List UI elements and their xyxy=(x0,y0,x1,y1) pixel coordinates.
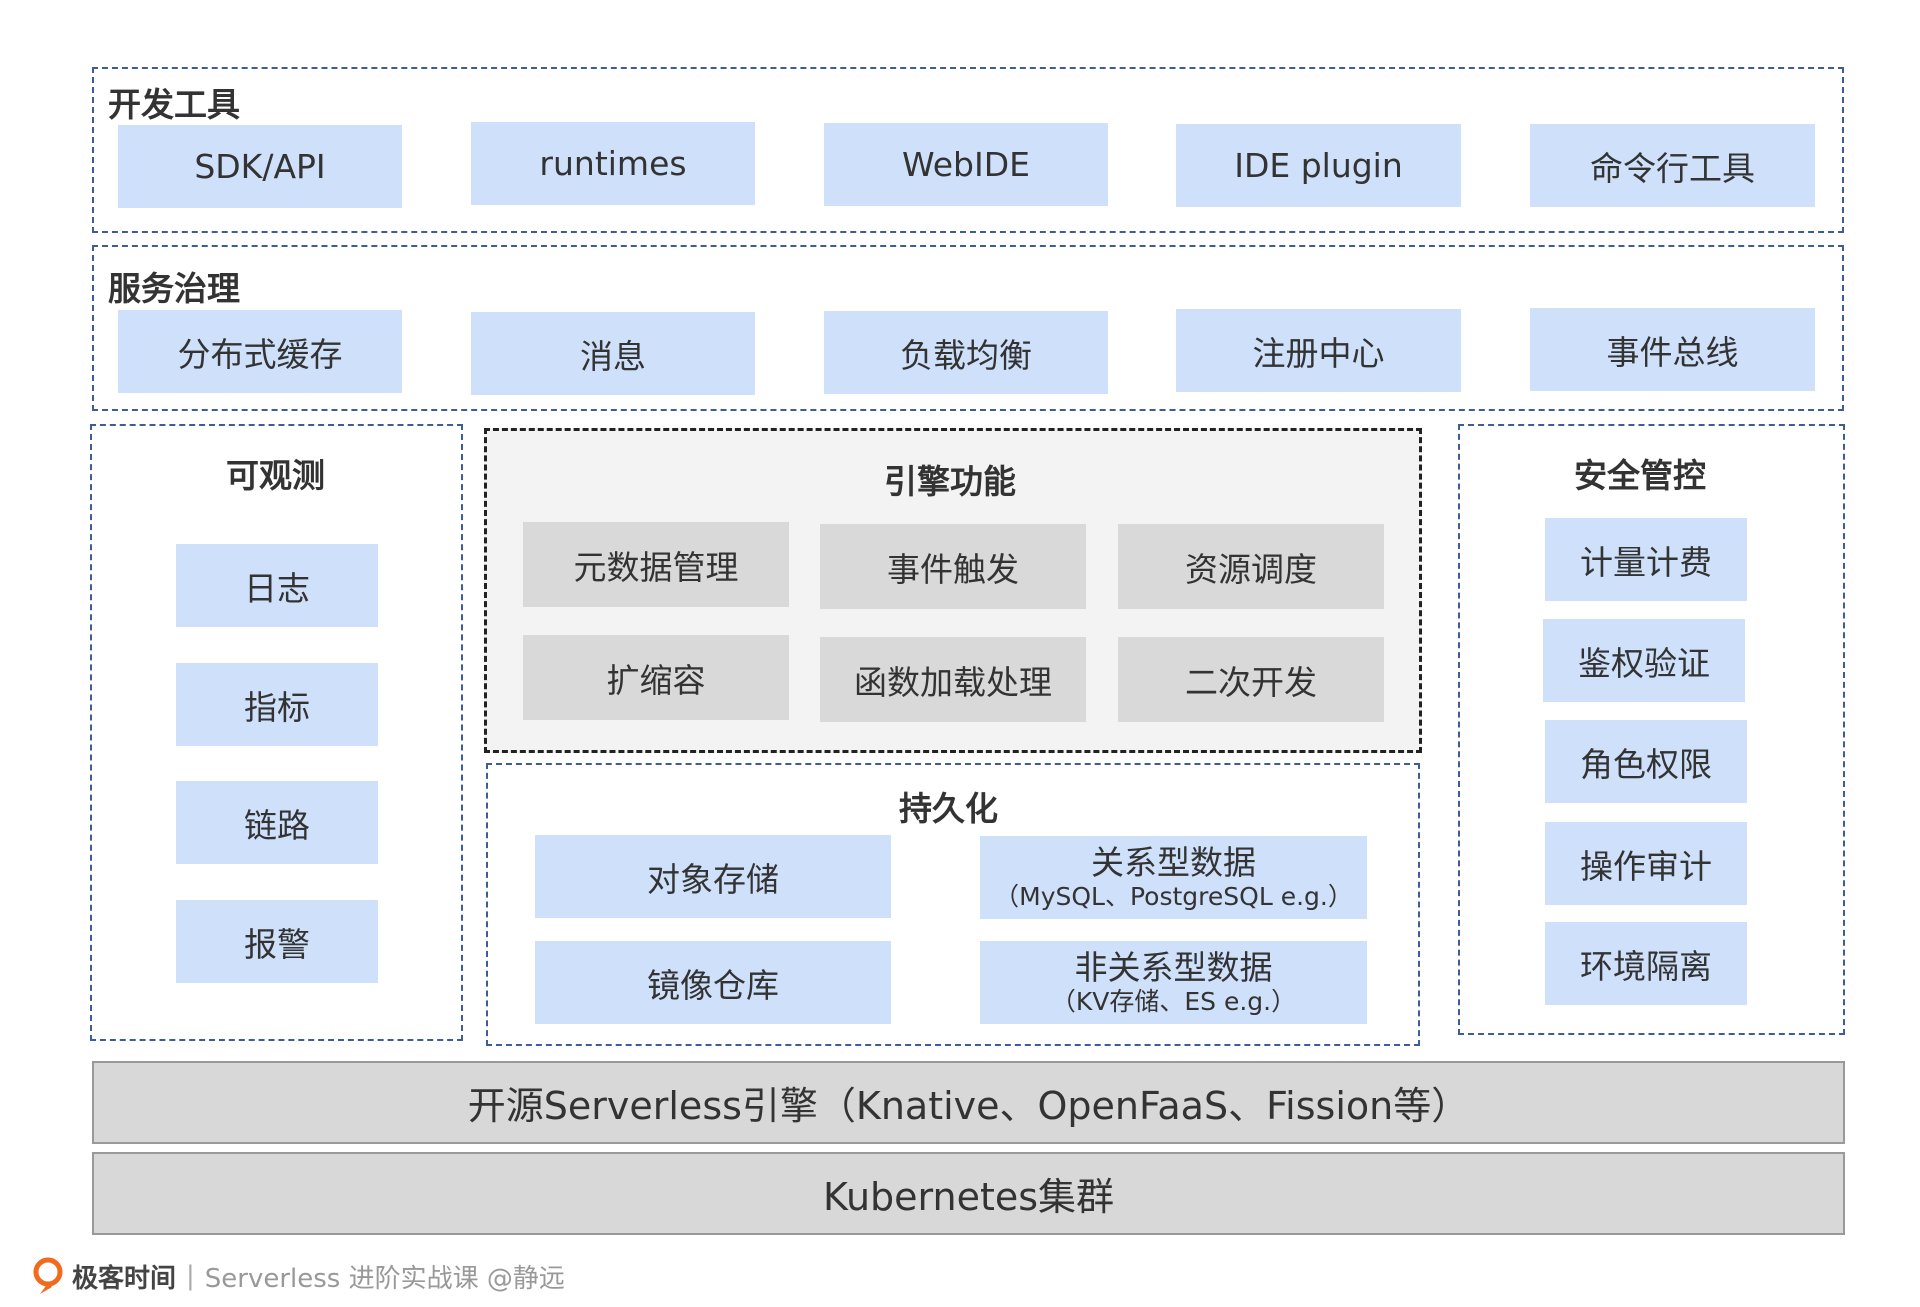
security-section xyxy=(1458,424,1845,1035)
security-authentication: 鉴权验证 xyxy=(1543,619,1745,702)
relational-data-examples: （MySQL、PostgreSQL e.g.） xyxy=(994,882,1353,912)
service-load-balancing: 负载均衡 xyxy=(824,311,1108,394)
observability-tracing: 链路 xyxy=(176,781,378,864)
security-role-permissions: 角色权限 xyxy=(1545,720,1747,803)
dev-tool-ide-plugin: IDE plugin xyxy=(1176,124,1461,207)
persistence-section xyxy=(486,763,1420,1046)
observability-section xyxy=(90,424,463,1041)
engine-resource-scheduling: 资源调度 xyxy=(1118,524,1384,609)
service-event-bus: 事件总线 xyxy=(1530,308,1815,391)
dev-tool-webide: WebIDE xyxy=(824,123,1108,206)
geektime-logo-icon xyxy=(33,1257,63,1294)
observability-metrics: 指标 xyxy=(176,663,378,746)
footer-brand: 极客时间 xyxy=(72,1263,177,1294)
relational-data-label: 关系型数据 xyxy=(1091,842,1256,882)
dev-tools-section xyxy=(92,67,1844,233)
service-registry: 注册中心 xyxy=(1176,309,1461,392)
persistence-relational-data: 关系型数据 （MySQL、PostgreSQL e.g.） xyxy=(980,836,1367,919)
dev-tools-title: 开发工具 xyxy=(108,85,240,124)
security-metering-billing: 计量计费 xyxy=(1545,518,1747,601)
persistence-nonrelational-data: 非关系型数据 （KV存储、ES e.g.） xyxy=(980,941,1367,1024)
persistence-image-registry: 镜像仓库 xyxy=(535,941,891,1024)
security-title: 安全管控 xyxy=(1574,456,1706,495)
engine-function-loading: 函数加载处理 xyxy=(820,637,1086,722)
nonrelational-data-label: 非关系型数据 xyxy=(1074,947,1273,987)
footer-course: Serverless 进阶实战课 @静远 xyxy=(204,1263,565,1294)
observability-logs: 日志 xyxy=(176,544,378,627)
observability-alerts: 报警 xyxy=(176,900,378,983)
engine-event-trigger: 事件触发 xyxy=(820,524,1086,609)
open-source-engine-band: 开源Serverless引擎（Knative、OpenFaaS、Fission等… xyxy=(92,1061,1845,1144)
dev-tool-cli: 命令行工具 xyxy=(1530,124,1815,207)
kubernetes-cluster-band: Kubernetes集群 xyxy=(92,1152,1845,1235)
footer-separator: | xyxy=(186,1261,195,1291)
observability-title: 可观测 xyxy=(226,456,325,495)
service-distributed-cache: 分布式缓存 xyxy=(118,310,402,393)
dev-tool-sdk-api: SDK/API xyxy=(118,125,402,208)
service-messaging: 消息 xyxy=(471,312,755,395)
engine-metadata-management: 元数据管理 xyxy=(523,522,789,607)
security-operation-audit: 操作审计 xyxy=(1545,822,1747,905)
footer: 极客时间 | Serverless 进阶实战课 @静远 xyxy=(32,1256,565,1296)
persistence-title: 持久化 xyxy=(899,789,998,828)
persistence-object-storage: 对象存储 xyxy=(535,835,891,918)
engine-title: 引擎功能 xyxy=(884,462,1016,501)
engine-autoscaling: 扩缩容 xyxy=(523,635,789,720)
engine-secondary-development: 二次开发 xyxy=(1118,637,1384,722)
dev-tool-runtimes: runtimes xyxy=(471,122,755,205)
security-environment-isolation: 环境隔离 xyxy=(1545,922,1747,1005)
nonrelational-data-examples: （KV存储、ES e.g.） xyxy=(1050,987,1297,1017)
service-governance-section xyxy=(92,245,1844,411)
service-governance-title: 服务治理 xyxy=(108,269,240,308)
